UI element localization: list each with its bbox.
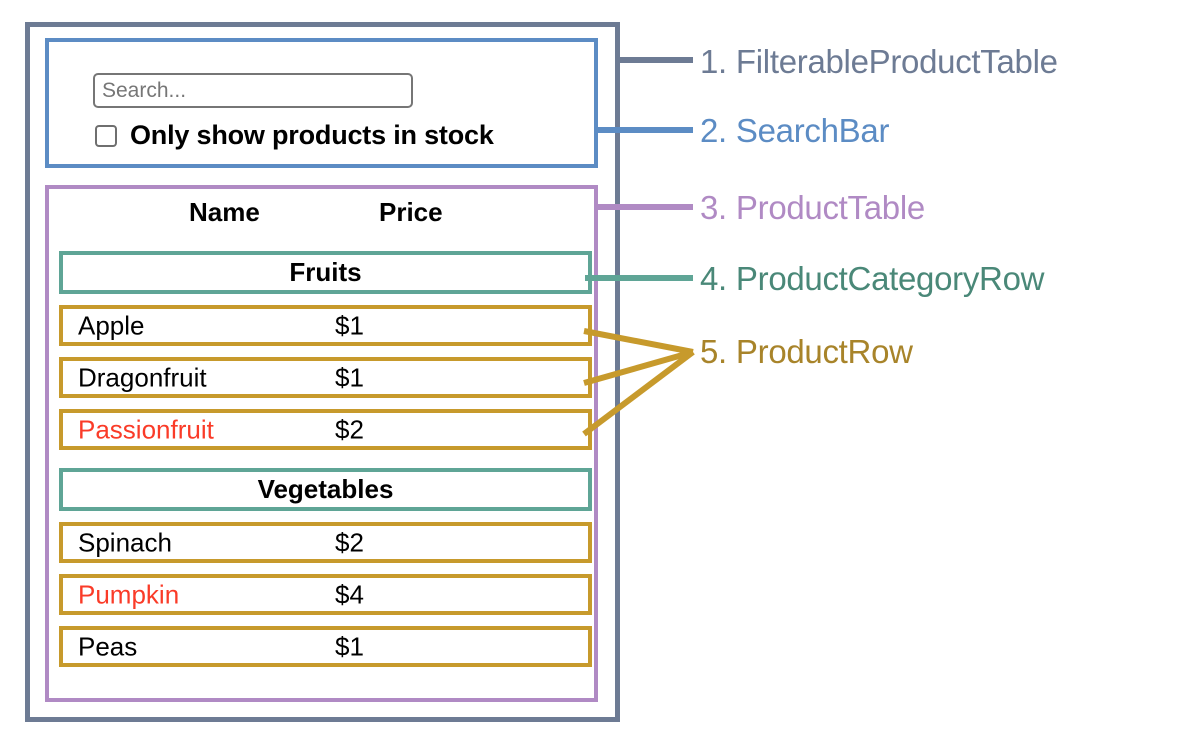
product-price: $2 xyxy=(335,414,364,444)
product-rows-area: Fruits Apple $1 Dragonfruit $1 Passionfr… xyxy=(59,251,592,667)
product-category-row: Vegetables xyxy=(59,468,592,511)
in-stock-checkbox-label: Only show products in stock xyxy=(130,120,494,150)
column-header-price: Price xyxy=(379,197,443,227)
legend-item-product-table: 3.ProductTable xyxy=(700,189,925,227)
legend-item-product-category-row: 4.ProductCategoryRow xyxy=(700,260,1044,298)
product-row: Passionfruit $2 xyxy=(59,409,592,450)
product-name: Peas xyxy=(78,631,138,661)
product-table-frame: Name Price Fruits Apple $1 Dragonfruit $… xyxy=(45,185,598,702)
product-name: Dragonfruit xyxy=(78,362,207,392)
product-table-header: Name Price xyxy=(49,197,594,243)
legend-label: FilterableProductTable xyxy=(735,43,1058,80)
legend-item-product-row: 5.ProductRow xyxy=(700,333,913,371)
product-price: $1 xyxy=(335,310,364,340)
filterable-product-table-frame: Only show products in stock Name Price F… xyxy=(25,22,620,722)
legend-label: ProductTable xyxy=(735,189,925,226)
product-price: $1 xyxy=(335,362,364,392)
search-input[interactable] xyxy=(93,73,413,108)
category-group-vegetables: Vegetables Spinach $2 Pumpkin $4 Peas $1 xyxy=(59,468,592,667)
legend-label: SearchBar xyxy=(735,112,890,149)
checkbox-icon[interactable] xyxy=(95,124,117,147)
product-name: Pumpkin xyxy=(78,579,180,609)
product-category-label: Vegetables xyxy=(257,474,394,504)
search-bar-frame: Only show products in stock xyxy=(45,38,598,168)
product-name: Passionfruit xyxy=(78,414,214,444)
column-header-name: Name xyxy=(189,197,260,227)
legend-index: 5. xyxy=(700,333,727,370)
legend-index: 3. xyxy=(700,189,727,226)
product-row: Dragonfruit $1 xyxy=(59,357,592,398)
category-group-fruits: Fruits Apple $1 Dragonfruit $1 Passionfr… xyxy=(59,251,592,450)
in-stock-checkbox-row[interactable]: Only show products in stock xyxy=(95,120,494,151)
product-price: $1 xyxy=(335,631,364,661)
product-category-label: Fruits xyxy=(289,257,362,287)
product-row: Apple $1 xyxy=(59,305,592,346)
legend-item-search-bar: 2.SearchBar xyxy=(700,112,889,150)
product-row: Spinach $2 xyxy=(59,522,592,563)
legend-item-filterable-product-table: 1.FilterableProductTable xyxy=(700,43,1058,81)
product-row: Pumpkin $4 xyxy=(59,574,592,615)
legend: 1.FilterableProductTable 2.SearchBar 3.P… xyxy=(700,0,1200,744)
product-category-row: Fruits xyxy=(59,251,592,294)
product-price: $2 xyxy=(335,527,364,557)
legend-index: 4. xyxy=(700,260,727,297)
legend-label: ProductRow xyxy=(735,333,913,370)
legend-index: 2. xyxy=(700,112,727,149)
product-name: Apple xyxy=(78,310,145,340)
legend-index: 1. xyxy=(700,43,727,80)
legend-label: ProductCategoryRow xyxy=(735,260,1045,297)
product-name: Spinach xyxy=(78,527,172,557)
product-row: Peas $1 xyxy=(59,626,592,667)
product-price: $4 xyxy=(335,579,364,609)
